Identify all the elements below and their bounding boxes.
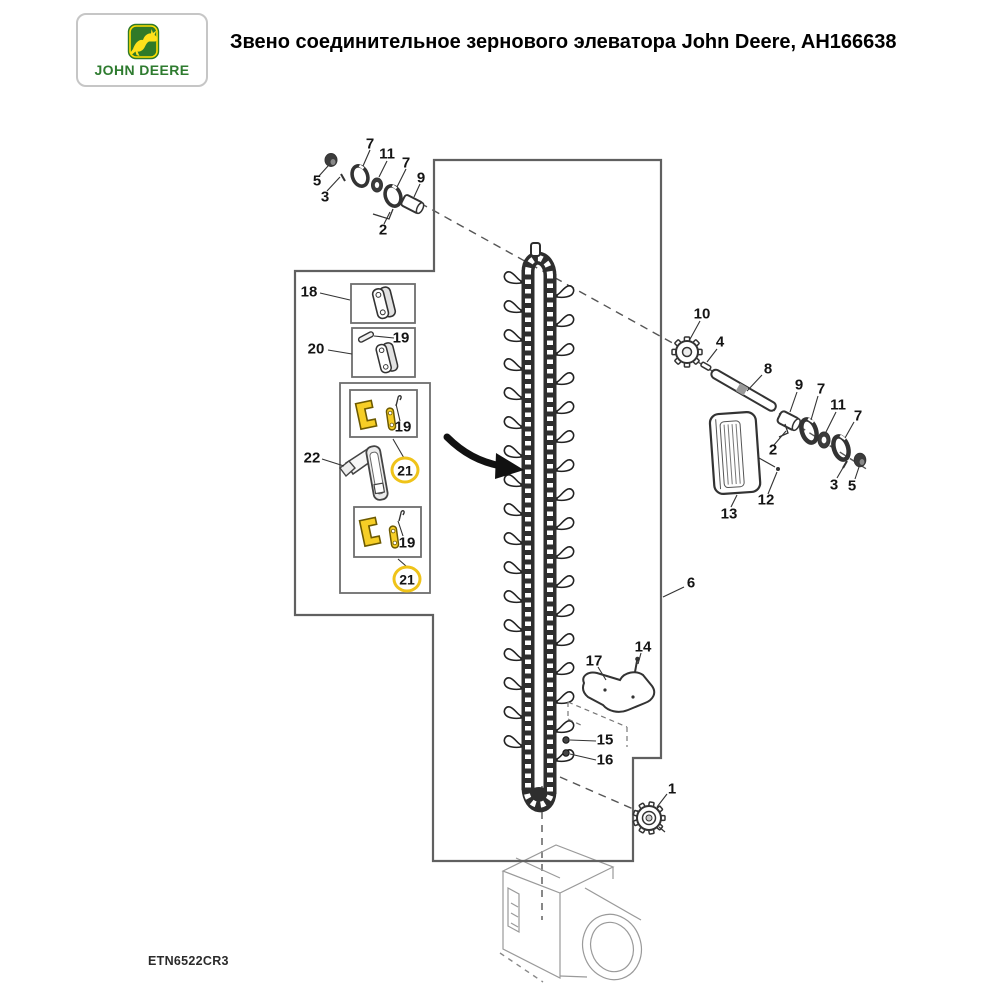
pin-part-20 bbox=[357, 331, 375, 343]
callout-leader-lines bbox=[318, 149, 860, 808]
elevator-housing-sketch bbox=[501, 844, 643, 981]
page-title: Звено соединительное зернового элеватора… bbox=[230, 31, 897, 53]
screw-part-14 bbox=[634, 660, 638, 673]
pointer-arrow bbox=[443, 433, 524, 479]
john-deere-logo-box: JOHN DEERE bbox=[76, 13, 208, 87]
diagram-frame-outline bbox=[293, 158, 663, 863]
bracket-part-2 bbox=[372, 208, 394, 220]
sprocket-part-1 bbox=[632, 801, 666, 835]
ring-part-7c bbox=[799, 417, 819, 445]
upper-shaft-assembly bbox=[671, 336, 867, 495]
door-plate-part-13 bbox=[708, 410, 762, 495]
plate-part-17 bbox=[582, 671, 656, 713]
key-part-4 bbox=[700, 361, 712, 371]
sprocket-part-10 bbox=[671, 336, 703, 368]
brand-text: JOHN DEERE bbox=[94, 62, 190, 78]
nut-part-5 bbox=[324, 153, 338, 167]
assembly-guide-lines bbox=[419, 202, 869, 983]
nut-part-5b bbox=[853, 452, 867, 468]
left-panel-boxes bbox=[339, 283, 431, 594]
leaping-deer-icon bbox=[130, 29, 158, 56]
drawing-code: ETN6522CR3 bbox=[148, 954, 229, 968]
left-panel-parts bbox=[339, 285, 405, 550]
chain-paddle-hooks bbox=[503, 271, 575, 763]
paddle-part-22 bbox=[339, 445, 389, 501]
ring-part-7b bbox=[383, 184, 403, 208]
screw-part-12 bbox=[776, 467, 780, 471]
bolt-part-15 bbox=[562, 736, 570, 744]
ring-part-7d bbox=[831, 434, 851, 462]
ring-part-7 bbox=[350, 164, 370, 188]
elevator-chain bbox=[503, 242, 575, 813]
john-deere-logo-icon bbox=[127, 23, 160, 60]
pin-part-3 bbox=[340, 173, 346, 182]
paddle-plate-assembly bbox=[567, 656, 656, 747]
bolt-part-16 bbox=[562, 749, 570, 757]
upper-bearing-assembly bbox=[324, 153, 425, 220]
